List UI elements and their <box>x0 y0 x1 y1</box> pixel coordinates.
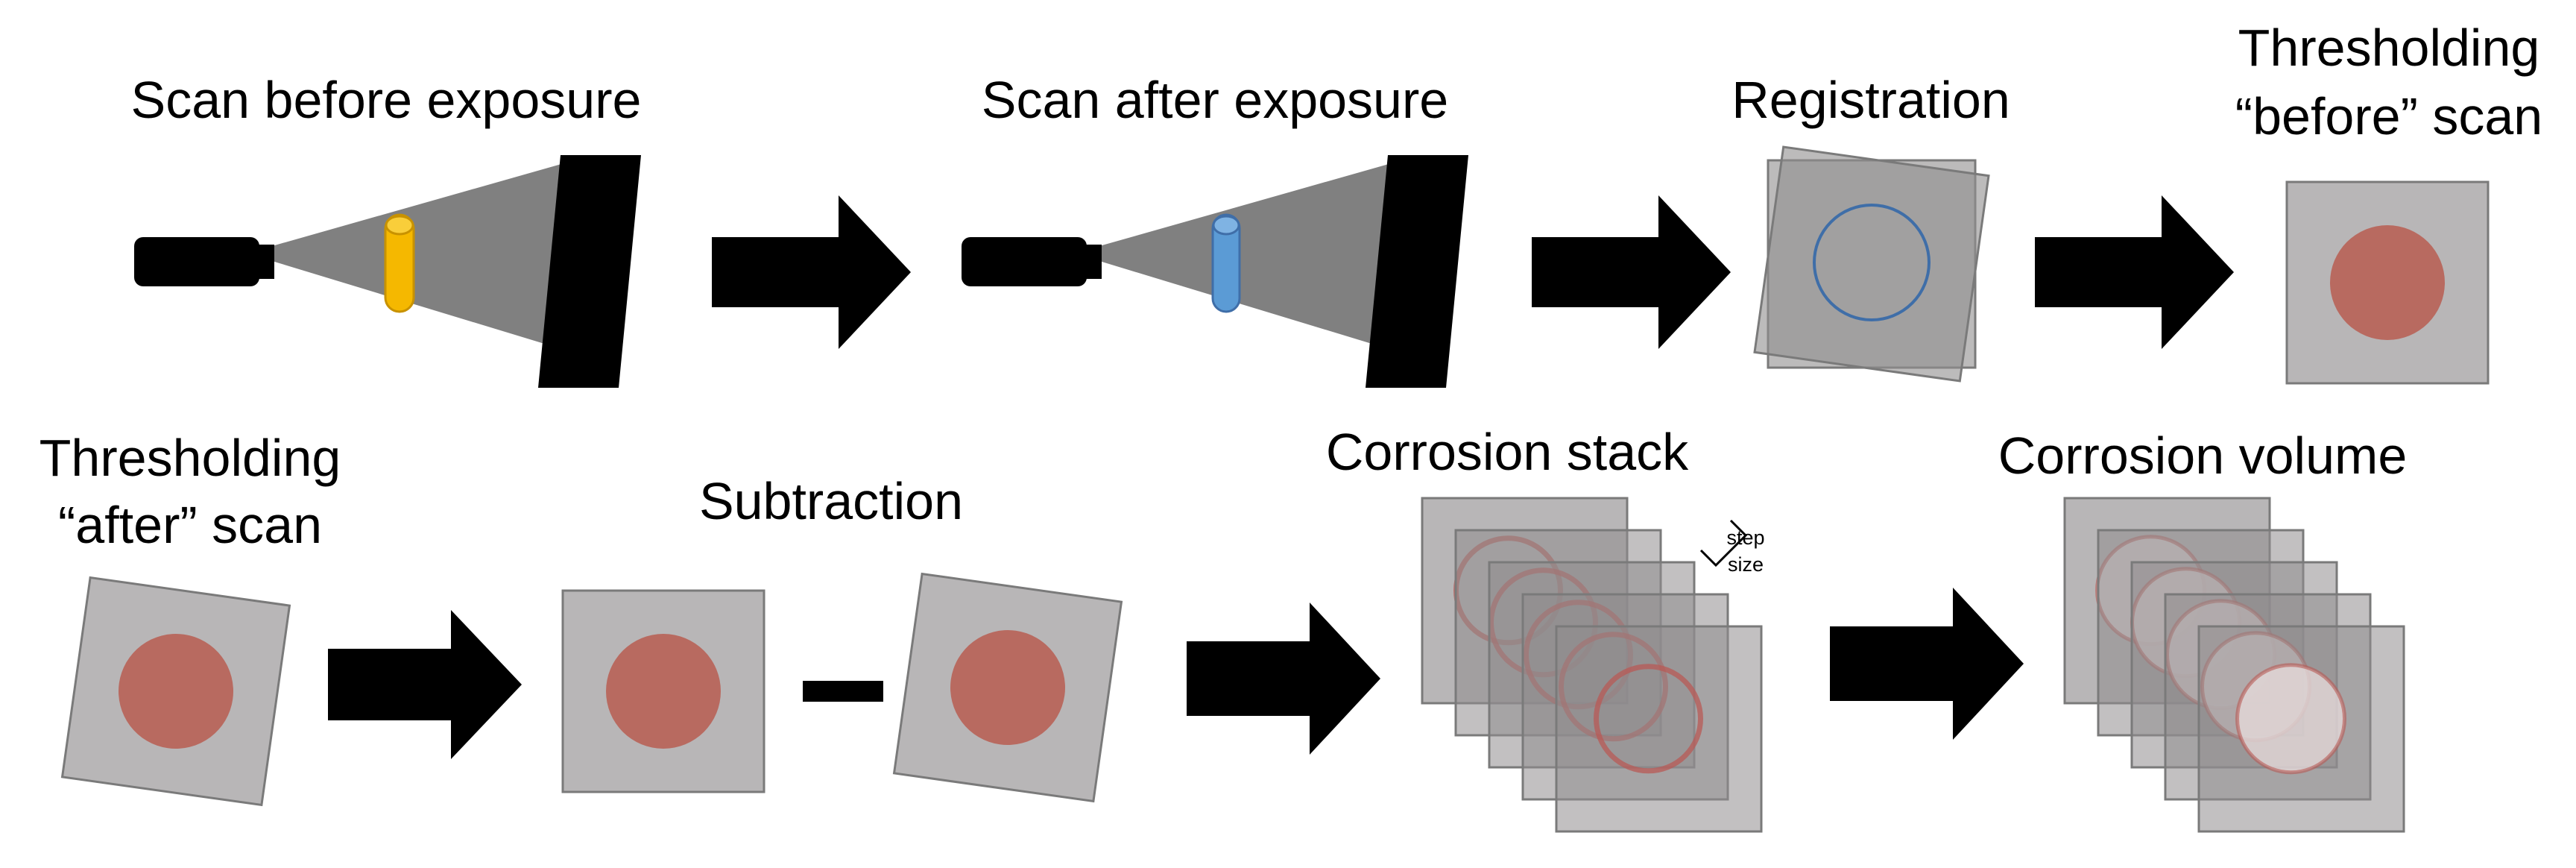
label-thresholding-after-line1: Thresholding <box>40 429 341 487</box>
threshold-disc <box>2330 225 2445 340</box>
xray-beam <box>1099 163 1394 350</box>
label-thresholding-before-line1: Thresholding <box>2238 19 2540 77</box>
corrosion-volume-slices <box>2063 497 2405 833</box>
arrow-right-icon <box>712 195 911 349</box>
arrow-right-icon <box>2035 195 2234 349</box>
stack-slice <box>2197 625 2405 833</box>
label-corrosion-stack: Corrosion stack <box>1326 423 1689 481</box>
label-subtraction: Subtraction <box>699 472 963 530</box>
camera-icon <box>134 237 274 286</box>
label-step-size-line2: size <box>1728 553 1764 576</box>
xray-beam <box>272 163 566 350</box>
specimen-after <box>1211 213 1241 313</box>
scan-before-setup <box>134 155 641 388</box>
scan-after-setup <box>962 155 1468 388</box>
slice-after <box>1753 145 1990 383</box>
label-scan-after: Scan after exposure <box>982 71 1448 129</box>
detector-panel <box>1366 155 1468 388</box>
corrosion-volume-disc <box>2235 663 2346 775</box>
label-registration: Registration <box>1731 71 2010 129</box>
arrow-right-icon <box>1830 588 2024 740</box>
step-size-marker <box>1699 519 1748 567</box>
label-thresholding-after-line2: “after” scan <box>58 496 322 554</box>
arrow-right-icon <box>328 610 522 759</box>
threshold-disc <box>606 634 721 749</box>
registered-circle <box>1813 204 1931 321</box>
threshold-disc <box>950 630 1065 745</box>
arrow-right-icon <box>1187 603 1380 755</box>
registration-slices <box>1753 145 1990 383</box>
thresholded-before-slice <box>2285 180 2490 385</box>
label-corrosion-volume: Corrosion volume <box>1998 427 2408 485</box>
label-step-size-line1: step <box>1726 526 1764 549</box>
label-scan-before: Scan before exposure <box>131 71 642 129</box>
subtraction-slice-before <box>561 589 765 793</box>
subtraction-slice-after <box>892 572 1123 803</box>
arrow-right-icon <box>1532 195 1731 349</box>
detector-panel <box>538 155 641 388</box>
specimen-before <box>384 213 415 313</box>
threshold-disc <box>119 634 233 749</box>
corrosion-stack-slices <box>1421 497 1763 833</box>
stack-slice <box>1555 625 1763 833</box>
minus-icon <box>803 681 883 702</box>
label-thresholding-before-line2: “before” scan <box>2235 87 2542 145</box>
thresholded-after-slice <box>60 576 291 807</box>
corrosion-ring <box>1594 664 1703 774</box>
camera-icon <box>962 237 1102 286</box>
